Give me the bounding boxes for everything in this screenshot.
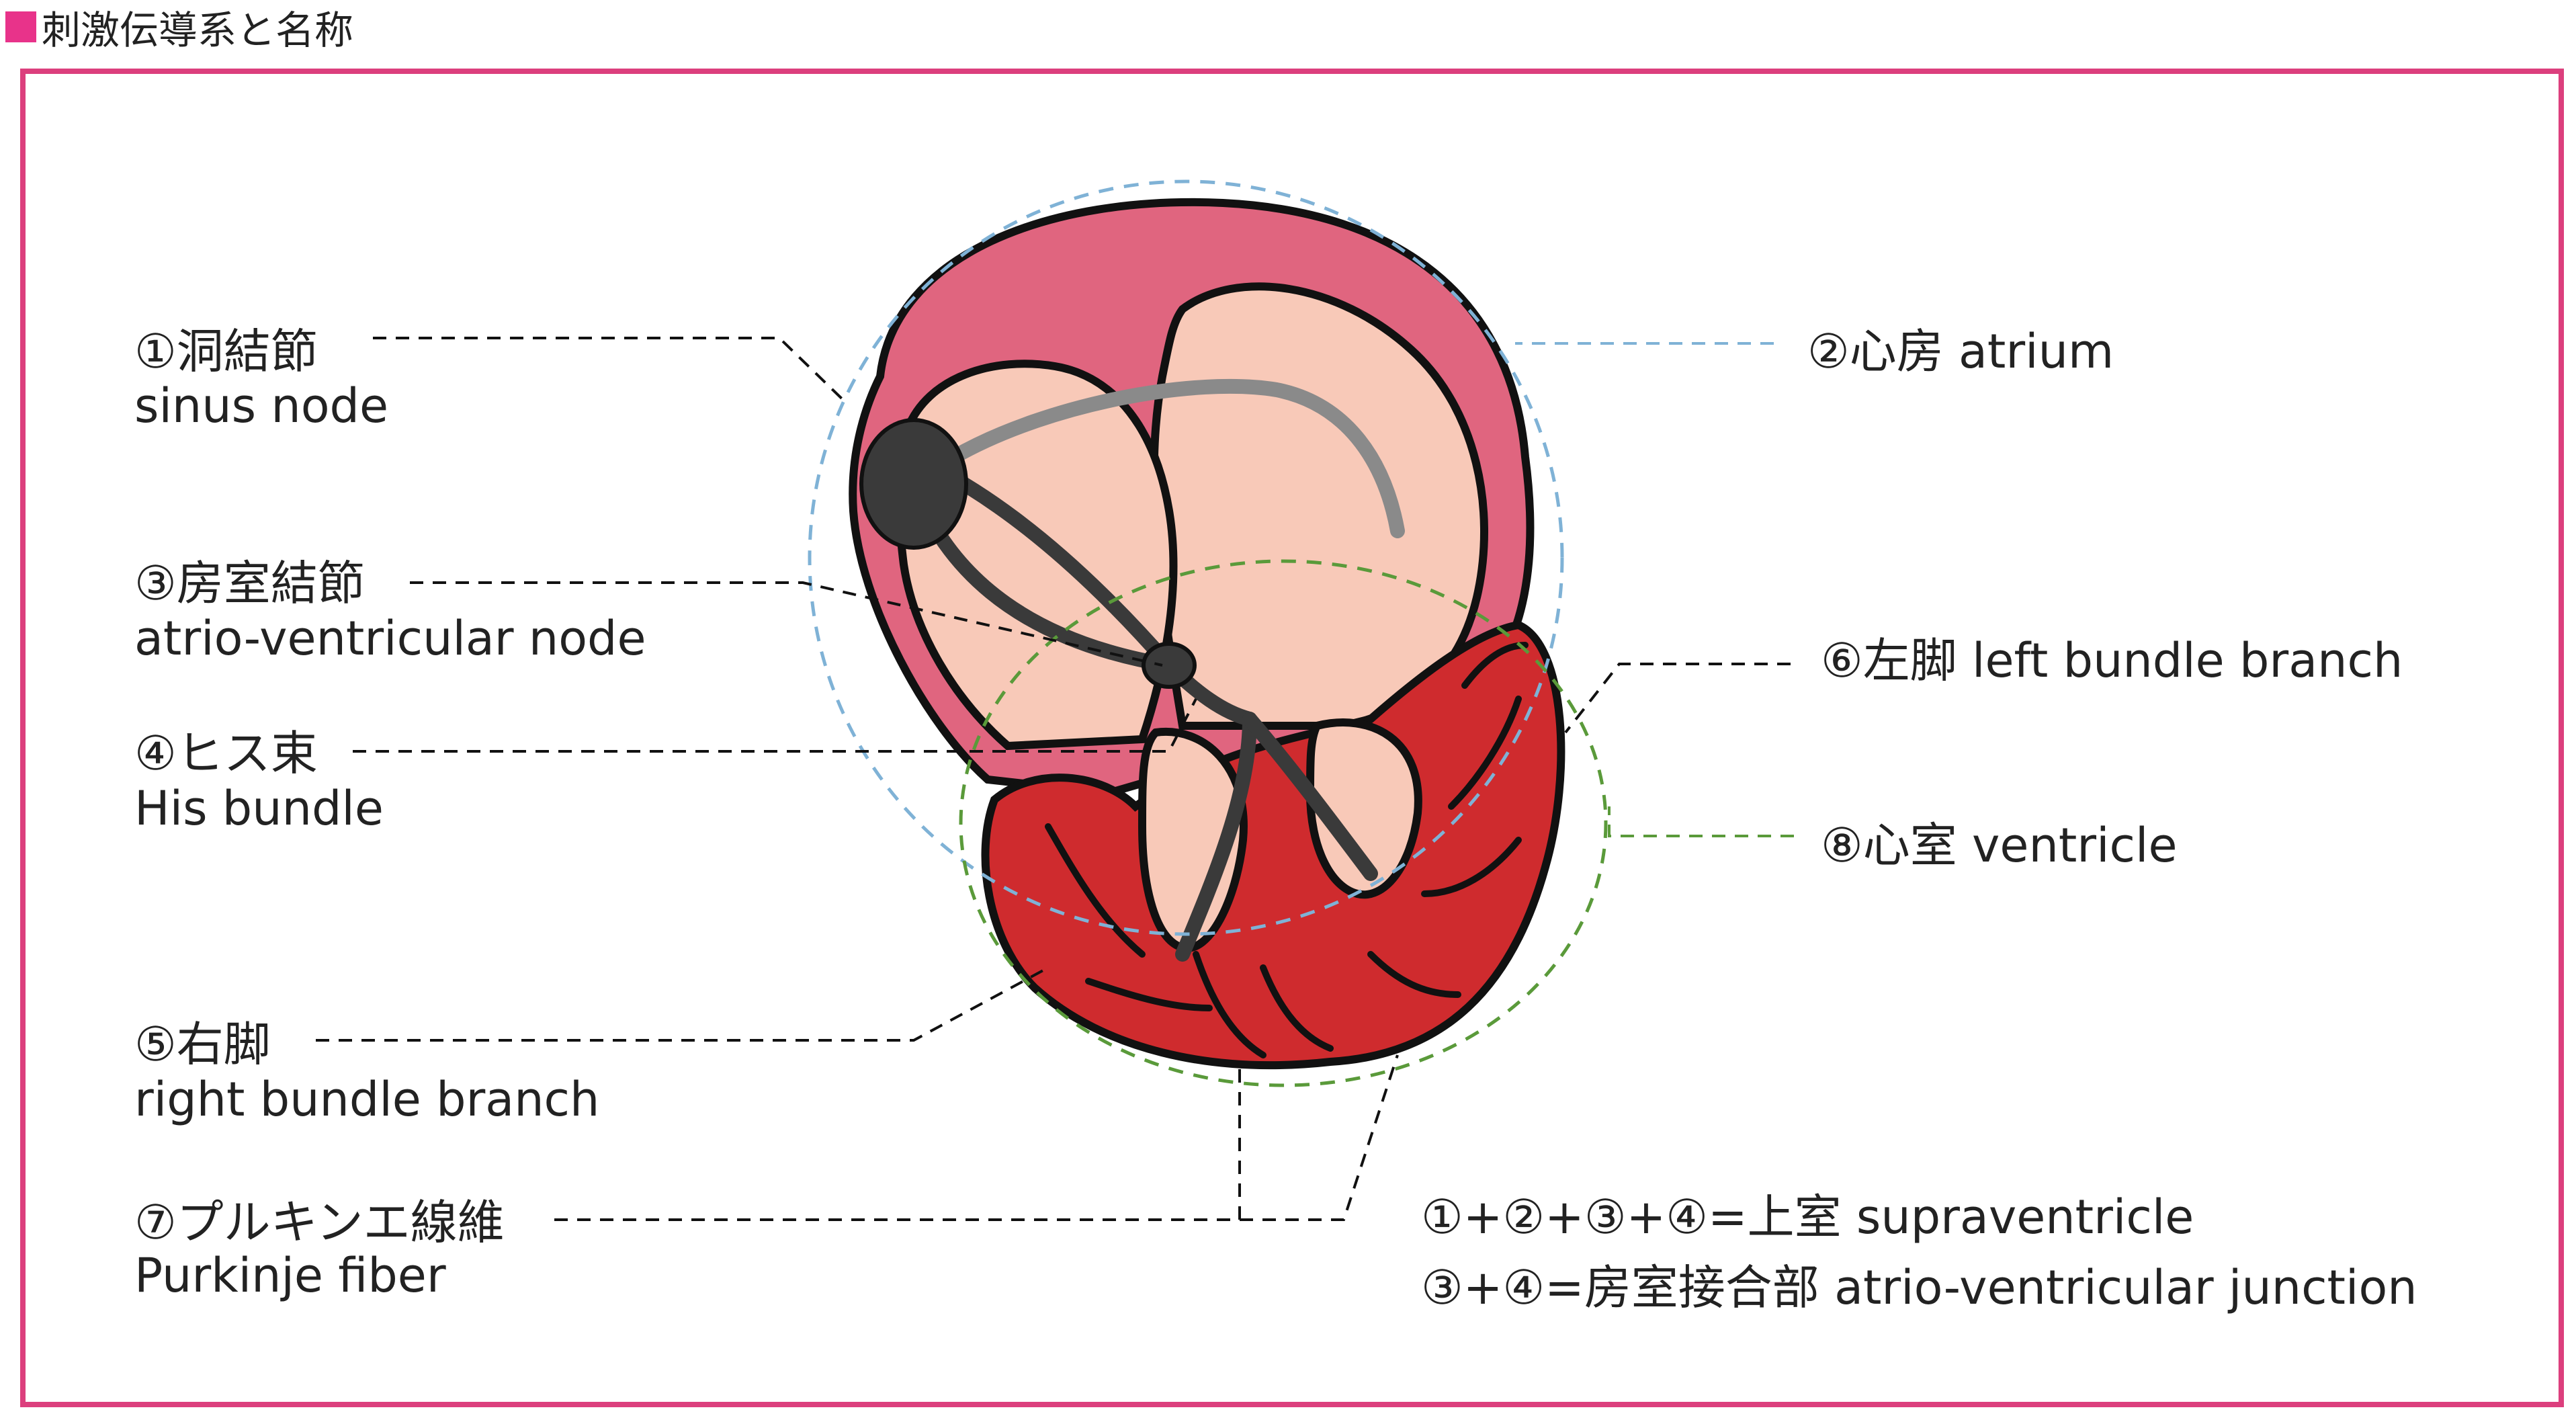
label-av-en: atrio-ventricular node [134,611,646,666]
label-his-en: His bundle [134,781,384,836]
leader-his [353,698,1197,753]
ventricle-region-circle [959,559,1608,1087]
note-av-junction: ③+④=房室接合部 atrio-ventricular junction [1421,1260,2417,1315]
page-title: 刺激伝導系と名称 [42,7,354,53]
label-rbb-en: right bundle branch [134,1072,599,1127]
leader-purkinje [554,1054,1399,1221]
label-purkinje-jp: ⑦プルキンエ線維 [134,1195,505,1250]
leader-ventricle [1608,806,1794,837]
label-atrium: ②心房 atrium [1807,324,2114,379]
purkinje-fibers [1045,642,1529,1058]
label-sinus-en: sinus node [134,378,388,433]
label-his-jp: ④ヒス束 [134,726,318,781]
note-supraventricle: ①+②+③+④=上室 supraventricle [1421,1189,2194,1245]
diagram-frame [20,69,2564,1407]
sinus-node-shape [859,418,968,550]
av-node-shape [1142,642,1197,689]
title-row: 刺激伝導系と名称 [5,0,353,54]
title-marker [5,11,36,42]
leader-lines [316,337,1791,1221]
label-rbb-jp: ⑤右脚 [134,1017,271,1072]
internodal-tract [947,378,1405,538]
leader-sinus [373,337,848,405]
leader-av [410,581,1163,667]
ventricle-cavity-right [1305,718,1422,899]
leader-rbb [316,966,1049,1042]
label-lbb: ⑥左脚 left bundle branch [1821,633,2403,688]
label-sinus-jp: ①洞結節 [134,324,318,379]
leader-lbb [1564,663,1791,734]
label-purkinje-en: Purkinje fiber [134,1248,446,1303]
atrium-region-circle [808,179,1564,936]
label-ventricle: ⑧心室 ventricle [1821,818,2178,873]
label-av-jp: ③房室結節 [134,556,365,611]
